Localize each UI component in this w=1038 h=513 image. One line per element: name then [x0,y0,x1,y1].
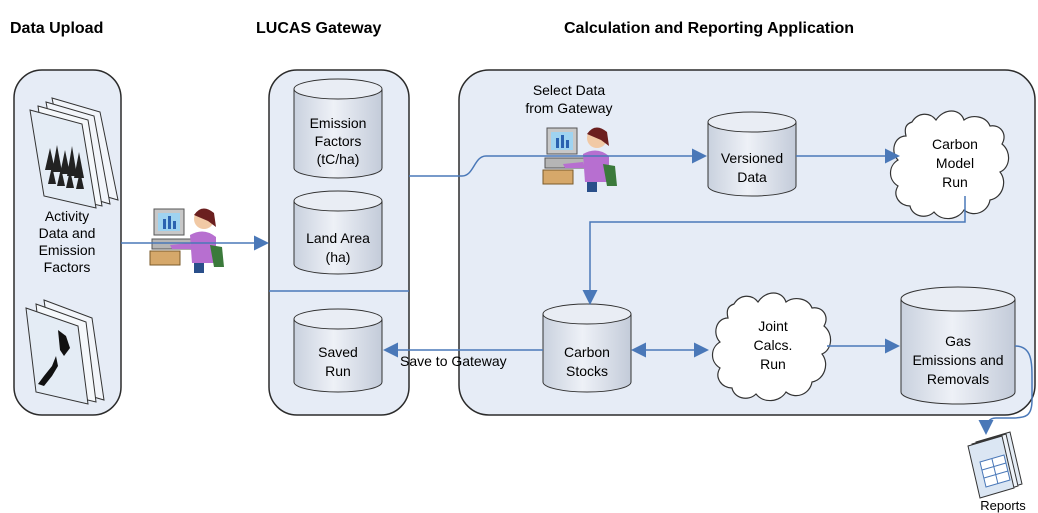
svg-text:Saved: Saved [318,344,358,360]
svg-text:Run: Run [760,356,786,372]
svg-text:Joint: Joint [758,318,788,334]
svg-text:Select Data: Select Data [533,82,606,98]
svg-text:Run: Run [325,363,351,379]
forest-map-icon [29,97,119,209]
person-at-computer-icon [149,208,224,273]
svg-text:Factors: Factors [44,259,91,275]
land-area-cylinder: Land Area (ha) [293,190,383,275]
select-data-label: Select Data from Gateway [525,82,612,116]
joint-calcs-run-puzzle: Joint Calcs. Run [711,292,832,402]
svg-text:Calcs.: Calcs. [754,337,793,353]
carbon-stocks-cylinder: Carbon Stocks [542,303,632,393]
svg-text:Carbon: Carbon [932,136,978,152]
reports-label: Reports [980,498,1026,513]
gateway-to-versioned-arrow [409,148,707,177]
svg-text:Data: Data [737,169,767,185]
gas-emissions-cylinder: Gas Emissions and Removals [900,286,1016,405]
svg-text:Emissions and: Emissions and [912,352,1003,368]
nz-map-icon [25,299,105,405]
save-to-gateway-label: Save to Gateway [400,353,507,369]
header-data-upload: Data Upload [10,20,103,37]
svg-text:Emission: Emission [310,115,367,131]
model-to-stocks-arrow [582,196,966,305]
svg-text:from Gateway: from Gateway [525,100,612,116]
activity-data-label: Activity Data and Emission Factors [39,208,96,275]
versioned-data-cylinder: Versioned Data [707,111,797,197]
person-at-computer-icon [542,127,617,192]
svg-text:Activity: Activity [45,208,89,224]
svg-text:Land Area: Land Area [306,230,370,246]
svg-text:Stocks: Stocks [566,363,608,379]
svg-text:Emission: Emission [39,242,96,258]
header-calc-app: Calculation and Reporting Application [564,20,854,37]
svg-text:Gas: Gas [945,333,971,349]
gas-to-reports-arrow [978,345,1033,435]
svg-text:Factors: Factors [315,133,362,149]
svg-text:Model: Model [936,155,974,171]
carbon-model-run-puzzle: Carbon Model Run [889,110,1010,220]
svg-text:(ha): (ha) [326,249,351,265]
svg-text:Versioned: Versioned [721,150,783,166]
svg-text:Removals: Removals [927,371,989,387]
header-lucas-gateway: LUCAS Gateway [256,20,381,37]
saved-run-cylinder: Saved Run [293,308,383,393]
svg-text:Carbon: Carbon [564,344,610,360]
emission-factors-cylinder: Emission Factors (tC/ha) [293,78,383,179]
svg-text:Run: Run [942,174,968,190]
svg-text:(tC/ha): (tC/ha) [317,151,360,167]
svg-text:Data and: Data and [39,225,96,241]
spreadsheet-report-icon [967,431,1023,499]
